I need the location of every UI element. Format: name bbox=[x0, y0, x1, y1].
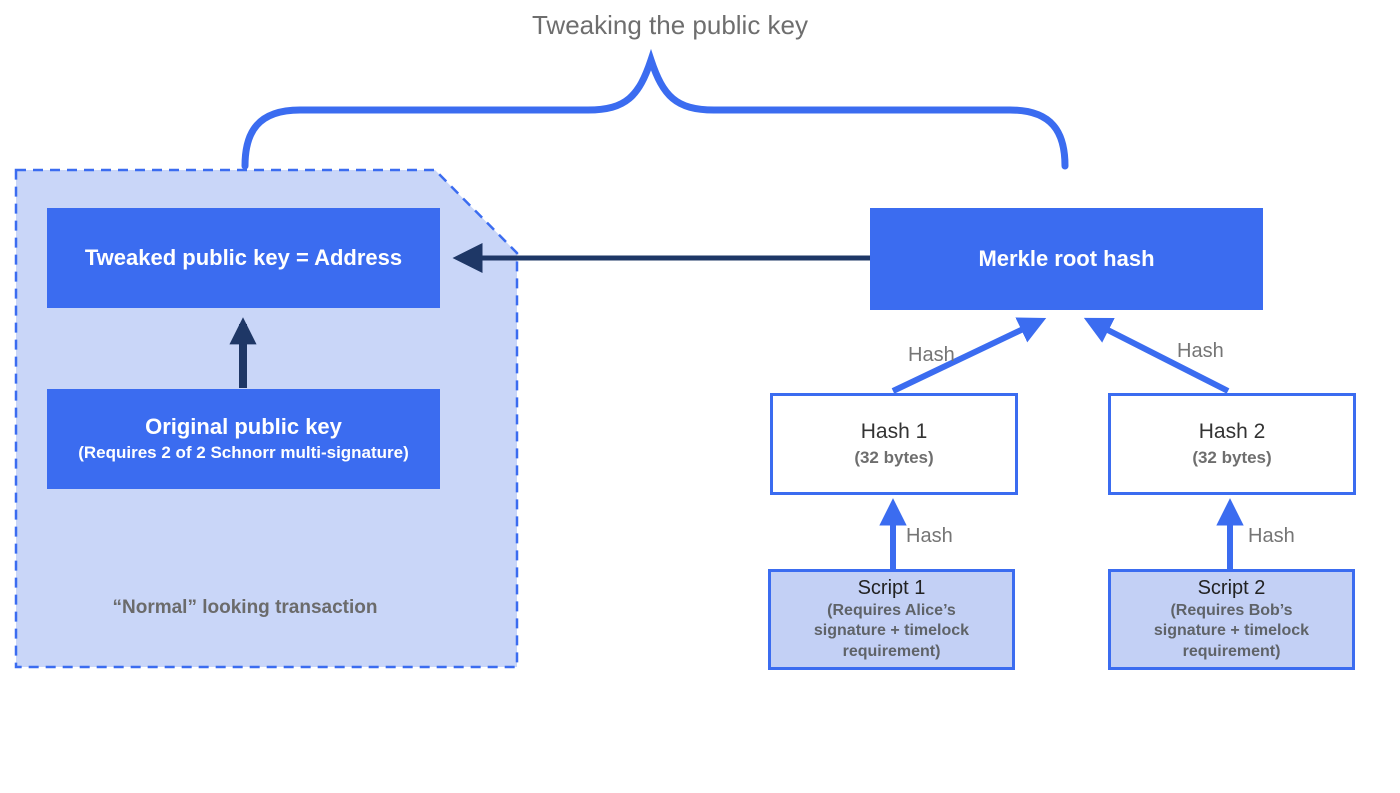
script1-label: Script 1 bbox=[857, 576, 926, 599]
hash2-box: Hash 2 (32 bytes) bbox=[1108, 393, 1356, 495]
tweaked-public-key-label: Tweaked public key = Address bbox=[84, 244, 403, 270]
hash1-to-merkle-arrow bbox=[891, 317, 1047, 394]
hash-edge-label-lower-left: Hash bbox=[906, 525, 953, 547]
page-title: Tweaking the public key bbox=[531, 10, 809, 40]
normal-transaction-label: “Normal” looking transaction bbox=[112, 597, 378, 618]
hash-edge-label-upper-left: Hash bbox=[908, 344, 955, 366]
script2-sublabel: (Requires Bob’s signature + timelock req… bbox=[1153, 601, 1310, 660]
original-public-key-box: Original public key (Requires 2 of 2 Sch… bbox=[47, 389, 440, 489]
hash1-label: Hash 1 bbox=[860, 420, 928, 443]
original-public-key-label: Original public key bbox=[145, 413, 342, 439]
hash2-sublabel: (32 bytes) bbox=[1192, 448, 1272, 467]
hash1-sublabel: (32 bytes) bbox=[854, 448, 934, 467]
merkle-root-hash-box: Merkle root hash bbox=[870, 208, 1263, 310]
script2-box: Script 2 (Requires Bob’s signature + tim… bbox=[1108, 569, 1355, 670]
hash-edge-label-upper-right: Hash bbox=[1177, 340, 1224, 362]
script2-label: Script 2 bbox=[1197, 576, 1266, 599]
merkle-root-hash-label: Merkle root hash bbox=[978, 245, 1155, 271]
hash1-box: Hash 1 (32 bytes) bbox=[770, 393, 1018, 495]
script1-box: Script 1 (Requires Alice’s signature + t… bbox=[768, 569, 1015, 670]
script1-sublabel: (Requires Alice’s signature + timelock r… bbox=[813, 601, 970, 660]
hash-edge-label-lower-right: Hash bbox=[1248, 525, 1295, 547]
original-public-key-sublabel: (Requires 2 of 2 Schnorr multi-signature… bbox=[78, 443, 409, 463]
tweaked-public-key-box: Tweaked public key = Address bbox=[47, 208, 440, 308]
hash2-to-merkle-arrow bbox=[1083, 317, 1230, 394]
hash2-label: Hash 2 bbox=[1198, 420, 1266, 443]
curly-brace bbox=[241, 48, 1069, 170]
